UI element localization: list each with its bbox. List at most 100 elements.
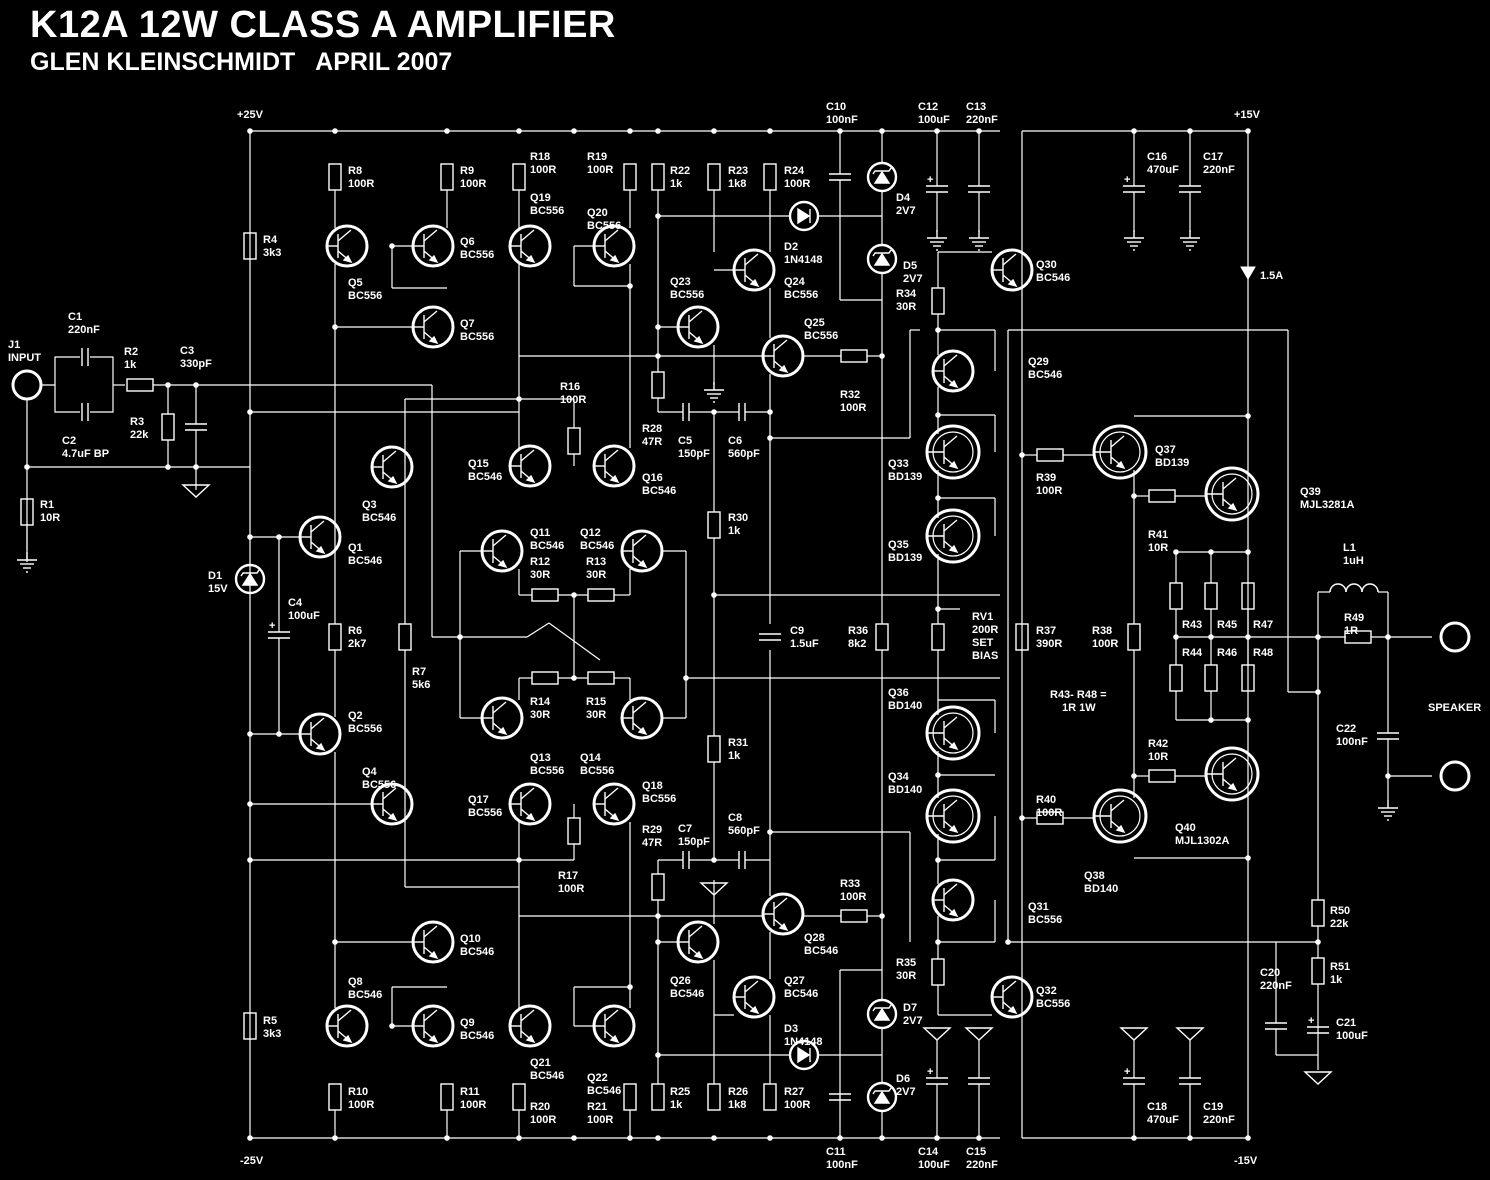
ref-c13: C13: [966, 101, 986, 113]
zener-diode-d1: [234, 563, 266, 595]
value-q15: BC546: [468, 471, 502, 483]
value-r23: 1k8: [728, 178, 746, 190]
value-c9: 1.5uF: [790, 638, 819, 650]
ref-r23: R23: [728, 165, 748, 177]
transistor-q1: [298, 515, 342, 559]
ref-r46: R46: [1217, 647, 1237, 659]
transistor-q29: [931, 349, 975, 393]
value-c15: 220nF: [966, 1159, 998, 1171]
value-c12: 100uF: [918, 114, 950, 126]
resistor-note-value: 1R 1W: [1062, 702, 1096, 714]
resistor-r8: [328, 163, 342, 191]
ref-r4: R4: [263, 234, 278, 246]
value-r7: 5k6: [412, 679, 430, 691]
resistor-r4: [243, 232, 257, 260]
resistor-r36: [875, 623, 889, 651]
value-r38: 100R: [1092, 638, 1118, 650]
ground-symbol: [17, 552, 37, 573]
resistor-r17: [567, 817, 581, 845]
ref-r5: R5: [263, 1015, 277, 1027]
value-r34: 30R: [896, 301, 916, 313]
resistor-r28: [651, 371, 665, 399]
capacitor-c14: +: [926, 1066, 948, 1085]
diode-d3: [788, 1039, 820, 1071]
value-r50: 22k: [1330, 918, 1349, 930]
value-q7: BC556: [460, 331, 494, 343]
ref-l1: L1: [1343, 542, 1356, 554]
resistor-r34: [931, 287, 945, 315]
value-c21: 100uF: [1336, 1030, 1368, 1042]
value-r37: 390R: [1036, 638, 1062, 650]
value-q33: BD139: [888, 471, 922, 483]
value-q28: BC546: [804, 945, 838, 957]
value-q1: BC546: [348, 555, 382, 567]
value-d5: 2V7: [903, 273, 923, 285]
value-q31: BC556: [1028, 914, 1062, 926]
speaker-label: SPEAKER: [1428, 702, 1481, 714]
transistor-q21: [508, 1004, 552, 1048]
resistor-rv1: [931, 623, 945, 651]
ref-c22: C22: [1336, 723, 1356, 735]
resistor-r14: [531, 671, 559, 685]
ref-r51: R51: [1330, 961, 1350, 973]
ref-r41: R41: [1148, 529, 1168, 541]
capacitor-c6: [738, 403, 746, 421]
value-q32: BC556: [1036, 998, 1070, 1010]
value-r3: 22k: [130, 429, 149, 441]
resistor-r2: [126, 378, 154, 392]
ref-c3: C3: [180, 345, 194, 357]
resistor-r39: [1036, 448, 1064, 462]
ref-c19: C19: [1203, 1101, 1223, 1113]
ground-symbol: [1119, 1027, 1149, 1041]
value-r21: 100R: [587, 1114, 613, 1126]
transistor-q10: [411, 920, 455, 964]
transistor-q31: [931, 878, 975, 922]
ref-q23: Q23: [670, 276, 691, 288]
resistor-r18: [512, 163, 526, 191]
ref-c11: C11: [826, 1146, 846, 1158]
transistor-q17: [508, 782, 552, 826]
ref-q24: Q24: [784, 276, 806, 288]
capacitor-c15: [968, 1077, 990, 1085]
transistor-q39: [1204, 466, 1260, 522]
ref-q22: Q22: [587, 1072, 608, 1084]
value-r32: 100R: [840, 402, 866, 414]
value-r2: 1k: [124, 359, 137, 371]
value-r19: 100R: [587, 164, 613, 176]
svg-text:+: +: [1124, 1066, 1130, 1078]
ref-d7: D7: [903, 1002, 917, 1014]
value-q21: BC546: [530, 1070, 564, 1082]
capacitor-c4: +: [268, 620, 290, 639]
resistor-r10: [328, 1083, 342, 1111]
resistor-r31: [707, 735, 721, 763]
ref-r9: R9: [460, 165, 474, 177]
resistor-r25: [651, 1083, 665, 1111]
ref-q3: Q3: [362, 499, 377, 511]
resistor-r1: [20, 498, 34, 526]
ground-symbol: [969, 230, 989, 251]
zener-diode-d4: [866, 161, 898, 193]
value-r1: 10R: [40, 512, 60, 524]
capacitor-c16: +: [1123, 174, 1145, 193]
ref-r20: R20: [530, 1101, 550, 1113]
speaker-terminal-positive: [1439, 621, 1471, 653]
value-q4: BC556: [362, 779, 396, 791]
resistor-r50: [1311, 899, 1325, 927]
ref-q21: Q21: [530, 1057, 551, 1069]
value-r29: 47R: [642, 837, 662, 849]
ref-r30: R30: [728, 512, 748, 524]
ref-q4: Q4: [362, 766, 378, 778]
value-c22: 100nF: [1336, 736, 1368, 748]
ref-r47: R47: [1253, 619, 1273, 631]
ref-q25: Q25: [804, 317, 825, 329]
transistor-q4: [370, 782, 414, 826]
ref-r33: R33: [840, 878, 860, 890]
ref-r26: R26: [728, 1086, 748, 1098]
capacitor-c5: [682, 403, 690, 421]
value-c14: 100uF: [918, 1159, 950, 1171]
value-r28: 47R: [642, 436, 662, 448]
value-d1: 15V: [208, 583, 228, 595]
ref-q40: Q40: [1175, 822, 1196, 834]
transistor-q26: [676, 920, 720, 964]
value-r16: 100R: [560, 394, 586, 406]
